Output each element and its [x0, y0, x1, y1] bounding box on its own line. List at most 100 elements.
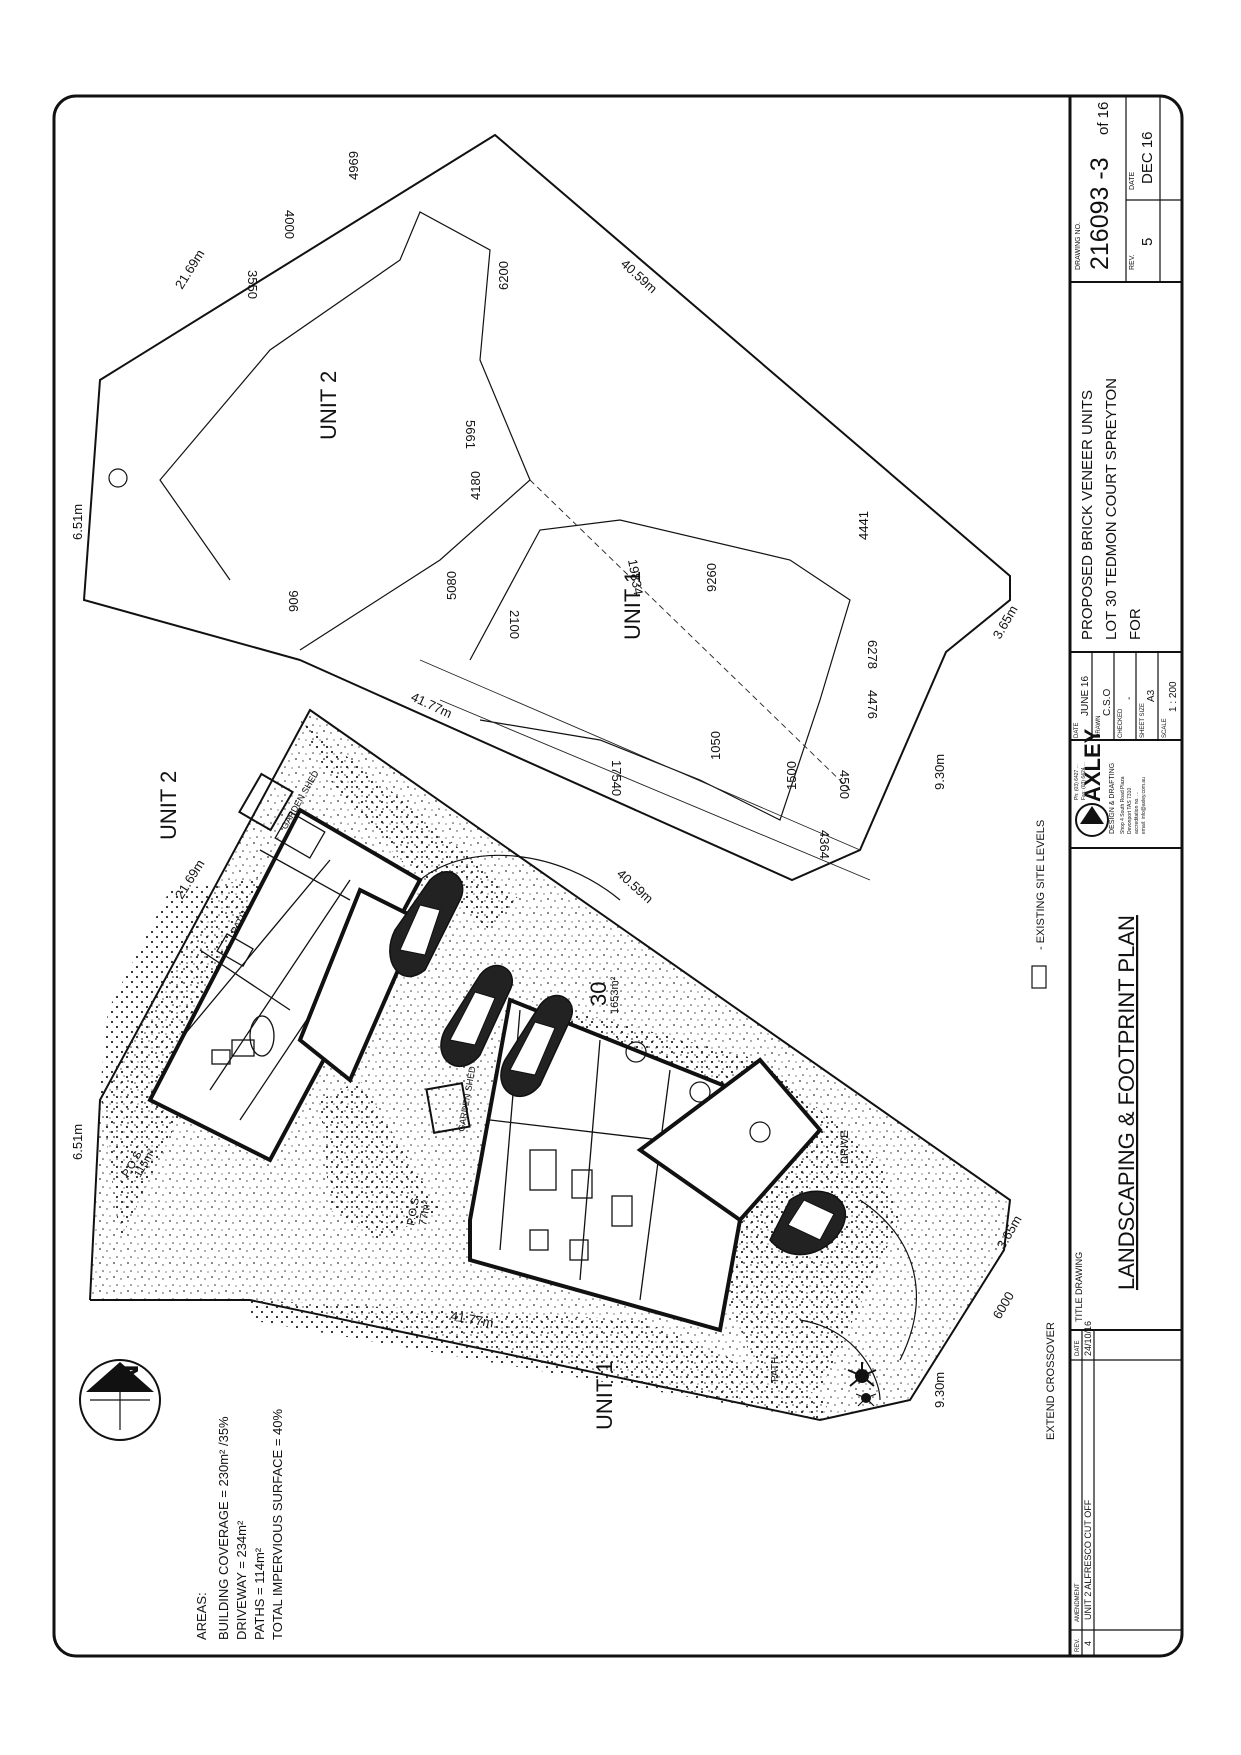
- site-dim-4500: 4500: [837, 770, 852, 799]
- title-label: TITLE DRAWING: [1074, 1252, 1084, 1322]
- areas-driveway: DRIVEWAY = 234m²: [234, 1520, 249, 1640]
- site-dim-4476: 4476: [865, 690, 880, 719]
- drawing-of-sheets: of 16: [1095, 102, 1112, 135]
- driveway-curve-east: [859, 1199, 917, 1361]
- garden-shed-unit2: [238, 772, 294, 832]
- site-dim-4969: 4969: [346, 151, 361, 180]
- site-dim-19834: 19834: [625, 558, 646, 596]
- meta-drawn: C.S.O: [1102, 689, 1113, 716]
- project-line-1: PROPOSED BRICK VENEER UNITS: [1079, 390, 1096, 640]
- meta-checked: -: [1124, 697, 1135, 700]
- project-line-3: FOR: [1127, 608, 1144, 640]
- site-boundary-frontage: 3.65m: [990, 603, 1021, 642]
- sheet-border: [52, 94, 1184, 1658]
- drawing-number: 216093 -3: [1086, 157, 1114, 270]
- meta-date: JUNE 16: [1080, 676, 1091, 716]
- landscaping-plan: PATH: [70, 708, 1057, 1440]
- site-level-legend-symbol: [1031, 965, 1047, 989]
- date-label: DATE: [1129, 172, 1136, 190]
- driveway-curve-south: [799, 1319, 881, 1401]
- site-survey-plan: UNIT 2 UNIT 1 6.51m 21.69m 40.59m 41.77m…: [70, 133, 1021, 882]
- project-line-2: LOT 30 TEDMON COURT SPREYTON: [1103, 378, 1120, 640]
- drawing-title: LANDSCAPING & FOOTPRINT PLAN: [1114, 915, 1139, 1290]
- survey-tree-symbol: [108, 468, 128, 488]
- site-boundary-west: 41.77m: [409, 689, 455, 721]
- site-dim-2100: 2100: [507, 610, 522, 639]
- site-boundary-south: 9.30m: [932, 754, 947, 790]
- firm-contact-4: Devonport TAS 7310: [1127, 788, 1133, 834]
- site-boundary-north: 6.51m: [70, 504, 85, 540]
- lot-area: 1653m²: [609, 976, 621, 1014]
- areas-paths: PATHS = 114m²: [252, 1547, 267, 1640]
- amend-header-date: DATE: [1075, 1340, 1081, 1356]
- site-dim-6200: 6200: [496, 261, 511, 290]
- site-dim-1500: 1500: [784, 761, 799, 790]
- date-value: DEC 16: [1139, 131, 1156, 184]
- car-3: [500, 994, 573, 1097]
- areas-building-coverage: BUILDING COVERAGE = 230m² /35%: [216, 1416, 231, 1640]
- site-dim-4441: 4441: [856, 511, 871, 540]
- amend-header-rev: REV.: [1075, 1638, 1081, 1652]
- meta-scale-label: SCALE: [1162, 718, 1168, 738]
- boundary-east: 40.59m: [614, 866, 656, 906]
- site-unit2-label: UNIT 2: [316, 371, 341, 440]
- firm-contact-6: email: info@axley.com.au: [1141, 777, 1147, 834]
- unit2-outline: [159, 211, 531, 651]
- unit1-path-label: PATH: [770, 1357, 781, 1382]
- amend-row-date: 24/10/16: [1083, 1321, 1093, 1356]
- pos-unit1-lawn: [320, 1080, 440, 1240]
- meta-checked-label: CHECKED: [1118, 708, 1124, 738]
- rev-label: REV.: [1129, 254, 1136, 270]
- title-block: DRAWING NO. 216093 -3 of 16 REV. 5 DATE …: [1068, 96, 1182, 1656]
- meta-sheet-size-label: SHEET SIZE: [1140, 703, 1146, 738]
- unit1-outline: [469, 519, 851, 821]
- site-dim-906: 906: [286, 590, 301, 612]
- meta-date-label: DATE: [1074, 722, 1080, 738]
- areas-total-impervious: TOTAL IMPERVIOUS SURFACE = 40%: [270, 1408, 285, 1640]
- site-dim-4364: 4364: [817, 830, 832, 859]
- site-boundary-ne: 21.69m: [172, 247, 208, 292]
- site-dim-3550: 3550: [245, 270, 260, 299]
- boundary-south: 9.30m: [932, 1372, 947, 1408]
- drive-width: 6000: [990, 1289, 1017, 1322]
- drive-label: DRIVE: [839, 1130, 851, 1164]
- rev-value: 5: [1139, 238, 1156, 246]
- amend-header-amendment: AMENDMENT: [1075, 1583, 1081, 1622]
- firm-logo: AXLEY DESIGN & DRAFTING Ph: (03) 6427 ..…: [1074, 728, 1147, 837]
- tree-icon: [689, 1081, 711, 1103]
- lot-number: 30: [586, 982, 611, 1006]
- site-boundary-east: 40.59m: [618, 256, 660, 296]
- driveway-curve-north: [419, 854, 621, 901]
- meta-sheet-size: A3: [1146, 689, 1157, 702]
- extend-crossover: EXTEND CROSSOVER: [1045, 1322, 1057, 1440]
- firm-logo-emblem: [1075, 803, 1109, 837]
- pos-unit1-label: P.O.S: [405, 1197, 422, 1227]
- site-boundary: [82, 133, 1011, 882]
- north-arrow-icon: N: [79, 1359, 161, 1441]
- lawn-north: [300, 720, 520, 930]
- palm-tree-icon: [847, 1362, 877, 1407]
- areas-summary: AREAS: BUILDING COVERAGE = 230m² /35% DR…: [194, 1408, 285, 1640]
- unit2-label: UNIT 2: [156, 771, 181, 840]
- firm-tagline: DESIGN & DRAFTING: [1109, 763, 1116, 834]
- boundary-north: 6.51m: [70, 1124, 85, 1160]
- site-dim-17540: 17540: [609, 760, 624, 796]
- amend-row-rev: 4: [1083, 1641, 1093, 1646]
- garden-shed-unit1: [425, 1082, 471, 1134]
- firm-name: AXLEY: [1080, 728, 1105, 802]
- tree-icon: [625, 1041, 647, 1063]
- site-dim-4000: 4000: [282, 210, 297, 239]
- firm-contact-1: Ph: (03) 6427 ...: [1074, 764, 1080, 800]
- tree-icon: [749, 1121, 771, 1143]
- car-4: [769, 1190, 846, 1256]
- drawing-no-label: DRAWING NO.: [1075, 222, 1082, 270]
- firm-contact-2: Fax: (03) 6424 ...: [1081, 762, 1087, 800]
- pos-unit1-area: 77m²: [417, 1199, 433, 1226]
- unit1-garage: [636, 1057, 823, 1223]
- site-unit1-label: UNIT 1: [620, 571, 645, 640]
- meta-drawn-label: DRAWN: [1096, 716, 1102, 738]
- firm-contact-5: accreditation no. ...: [1134, 792, 1140, 834]
- svg-text:N: N: [112, 1364, 145, 1386]
- unit1-label: UNIT 1: [592, 1361, 617, 1430]
